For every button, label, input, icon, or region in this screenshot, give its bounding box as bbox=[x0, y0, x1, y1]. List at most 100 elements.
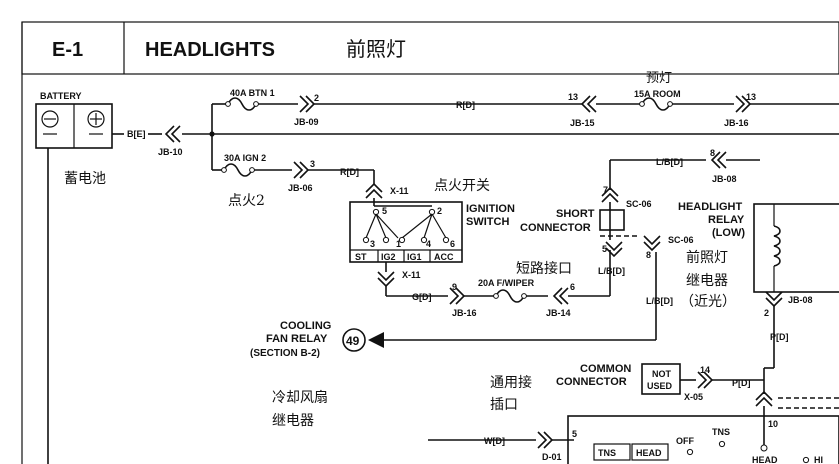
not-used-1: NOT bbox=[652, 369, 672, 379]
fuse-btn-pin: 2 bbox=[314, 93, 319, 103]
bottom-head-2: HEAD bbox=[752, 455, 778, 464]
short-connector-cn: 短路接口 bbox=[516, 260, 572, 277]
wiper-pin-left: 9 bbox=[452, 282, 457, 292]
relay-label-3: (LOW) bbox=[712, 227, 745, 239]
short-sc-bot: SC-06 bbox=[668, 235, 694, 245]
bottom-head: HEAD bbox=[636, 448, 662, 458]
common-x05: X-05 bbox=[684, 392, 703, 402]
relay-jb: JB-08 bbox=[788, 295, 813, 305]
fuse-ign-jb: JB-06 bbox=[288, 183, 313, 193]
wiper-pin-right: 6 bbox=[570, 282, 575, 292]
relay-label-2: RELAY bbox=[708, 214, 745, 226]
battery-connector: B[E] bbox=[127, 129, 146, 139]
section-code: E-1 bbox=[52, 39, 83, 61]
bottom-pin-10: 10 bbox=[768, 419, 778, 429]
room-wire-label: R[D] bbox=[456, 100, 475, 110]
bottom-off: OFF bbox=[676, 436, 694, 446]
not-used-2: USED bbox=[647, 381, 673, 391]
headlight-switch: 10 W[D] 5 D-01 TNS HEAD OFF TNS HEAD HI bbox=[428, 415, 839, 464]
short-pin-5: 5 bbox=[602, 244, 607, 254]
ign-switch-connector-top: X-11 bbox=[390, 186, 409, 196]
ign-pos-acc: ACC bbox=[434, 252, 454, 262]
short-connector-label-2: CONNECTOR bbox=[520, 222, 591, 234]
ign-wire-label: R[D] bbox=[340, 167, 359, 177]
cooling-fan-relay: 49 COOLING FAN RELAY (SECTION B-2) 冷却风扇 … bbox=[250, 320, 384, 429]
short-wire-top: L/B[D] bbox=[656, 157, 683, 167]
ign-pin-4: 4 bbox=[426, 239, 431, 249]
bottom-tns: TNS bbox=[598, 448, 616, 458]
cooling-fan-label-1: COOLING bbox=[280, 320, 331, 332]
ign-pos-ig1: IG1 bbox=[407, 252, 422, 262]
jb10-label: JB-10 bbox=[158, 147, 183, 157]
relay-wire: P[D] bbox=[770, 332, 789, 342]
ign-pin-1: 1 bbox=[396, 239, 401, 249]
cooling-fan-cn-2: 继电器 bbox=[272, 413, 314, 429]
fuse-ign-pin: 3 bbox=[310, 159, 315, 169]
common-connector-cn-1: 通用接 bbox=[490, 374, 532, 391]
ign-switch-label-2: SWITCH bbox=[466, 216, 509, 228]
ign-switch-connector-bot: X-11 bbox=[402, 270, 421, 280]
cooling-fan-label-2: FAN RELAY bbox=[266, 333, 328, 345]
relay-cn-2: 继电器 bbox=[686, 273, 728, 289]
bottom-pin-5: 5 bbox=[572, 429, 577, 439]
fuse-btn-jb: JB-09 bbox=[294, 117, 319, 127]
bottom-d01: D-01 bbox=[542, 452, 562, 462]
common-connector-cn-2: 插口 bbox=[490, 397, 518, 413]
relay-label-1: HEADLIGHT bbox=[678, 201, 742, 213]
ign-pin-2: 2 bbox=[437, 206, 442, 216]
cooling-fan-cn-1: 冷却风扇 bbox=[272, 390, 328, 406]
ign-pin-6: 6 bbox=[450, 239, 455, 249]
battery-label: BATTERY bbox=[40, 91, 82, 101]
common-connector-label-2: CONNECTOR bbox=[556, 376, 627, 388]
fuse-ign-label: 30A IGN 2 bbox=[224, 153, 266, 163]
ign-pos-st: ST bbox=[355, 252, 367, 262]
relay-cn-1: 前照灯 bbox=[686, 249, 728, 266]
ign-pin-3: 3 bbox=[370, 239, 375, 249]
bottom-tns-2: TNS bbox=[712, 427, 730, 437]
page-title: HEADLIGHTS bbox=[145, 39, 275, 61]
bottom-wire: W[D] bbox=[484, 436, 505, 446]
short-sc-top: SC-06 bbox=[626, 199, 652, 209]
ign-switch-cn: 点火开关 bbox=[434, 178, 490, 194]
relay-pin: 2 bbox=[764, 308, 769, 318]
short-wire-right: L/B[D] bbox=[646, 296, 673, 306]
room-jb-left: JB-15 bbox=[570, 118, 595, 128]
room-pin-left: 13 bbox=[568, 92, 578, 102]
room-jb-right: JB-16 bbox=[724, 118, 749, 128]
short-pin-8: 8 bbox=[646, 250, 651, 260]
main-wires: JB-10 40A BTN 1 2 JB-09 R[D] 13 JB-15 预灯… bbox=[148, 71, 839, 209]
room-fuse-cn: 预灯 bbox=[646, 71, 672, 86]
short-wire-mid: L/B[D] bbox=[598, 266, 625, 276]
bottom-hi: HI bbox=[814, 455, 823, 464]
room-pin-right: 13 bbox=[746, 92, 756, 102]
headlight-relay: HEADLIGHT RELAY (LOW) 前照灯 继电器 （近光） 2 JB-… bbox=[678, 201, 839, 368]
jb08-pin-top: 8 bbox=[710, 148, 715, 158]
cooling-fan-label-3: (SECTION B-2) bbox=[250, 348, 320, 359]
battery-label-cn: 蓄电池 bbox=[64, 171, 106, 187]
header: E-1 HEADLIGHTS 前照灯 bbox=[21, 21, 839, 464]
ign-pin-5: 5 bbox=[382, 206, 387, 216]
short-connector: L/B[D] 8 JB-08 7 SC-06 5 8 SC-06 SHORT C… bbox=[372, 148, 760, 341]
ign-switch-label-1: IGNITION bbox=[466, 203, 515, 215]
short-connector-label-1: SHORT bbox=[556, 208, 595, 220]
wiper-jb-left: JB-16 bbox=[452, 308, 477, 318]
jb08-top-label: JB-08 bbox=[712, 174, 737, 184]
room-fuse-label: 15A ROOM bbox=[634, 89, 681, 99]
common-wire: P[D] bbox=[732, 378, 751, 388]
ignition-switch: X-11 5 2 3 1 4 6 ST IG2 IG1 ACC IGNITION… bbox=[349, 178, 611, 318]
fuse-btn-label: 40A BTN 1 bbox=[230, 88, 275, 98]
ign-pos-ig2: IG2 bbox=[381, 252, 396, 262]
battery: BATTERY B[E] 蓄电池 bbox=[35, 91, 146, 464]
wiper-wire-label: G[D] bbox=[412, 292, 432, 302]
wiper-jb-right: JB-14 bbox=[546, 308, 571, 318]
relay-cn-3: （近光） bbox=[680, 294, 736, 310]
wiper-fuse-label: 20A F/WIPER bbox=[478, 278, 535, 288]
common-connector: COMMON CONNECTOR NOT USED 14 X-05 P[D] 通… bbox=[490, 363, 839, 446]
common-connector-label-1: COMMON bbox=[580, 363, 631, 375]
page-title-cn: 前照灯 bbox=[346, 37, 406, 61]
short-pin-7: 7 bbox=[603, 185, 608, 195]
common-pin: 14 bbox=[700, 365, 710, 375]
fuse-ign-cn: 点火2 bbox=[228, 193, 265, 209]
cooling-fan-ref: 49 bbox=[346, 334, 360, 348]
